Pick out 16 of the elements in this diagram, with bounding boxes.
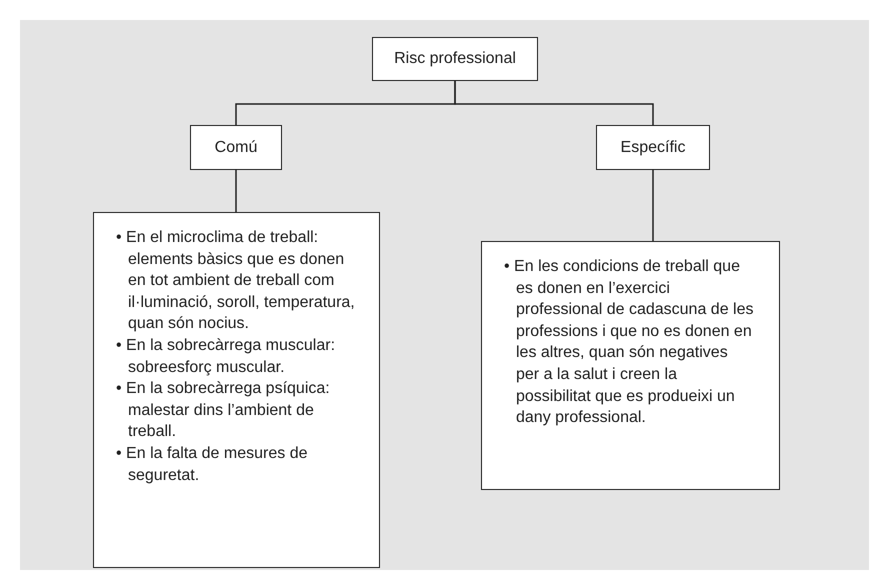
description-box — [481, 241, 780, 490]
bullet-item: • En les condicions de treball que es donen en l’exercici professional de cadascuna de les professions i que no es donen en les altres, quan són negatives per a la salut i creen la possibilitat que es produeixi un dany professional. — [504, 257, 754, 428]
category-box — [372, 37, 538, 81]
description-box — [93, 212, 380, 568]
connector-line — [454, 81, 654, 125]
bullet-item: • En la sobrecàrrega muscular: sobreesforç muscular. — [116, 336, 336, 378]
connector-line — [235, 170, 237, 212]
node-title: Risc professional — [394, 49, 516, 70]
bullet-item: • En la sobrecàrrega psíquica: malestar dins l’ambient de treball. — [116, 379, 331, 442]
connector-line — [652, 170, 654, 241]
category-box — [190, 125, 282, 170]
category-box — [596, 125, 710, 170]
node-title: Comú — [214, 138, 258, 158]
node-title: Específic — [620, 138, 686, 158]
bullet-item: • En la falta de mesures de seguretat. — [116, 444, 308, 486]
bullet-item: • En el microclima de treball: elements bàsics que es donen en tot ambient de treball com il·luminació, soroll, temperatura, quan són nocius. — [116, 228, 355, 334]
